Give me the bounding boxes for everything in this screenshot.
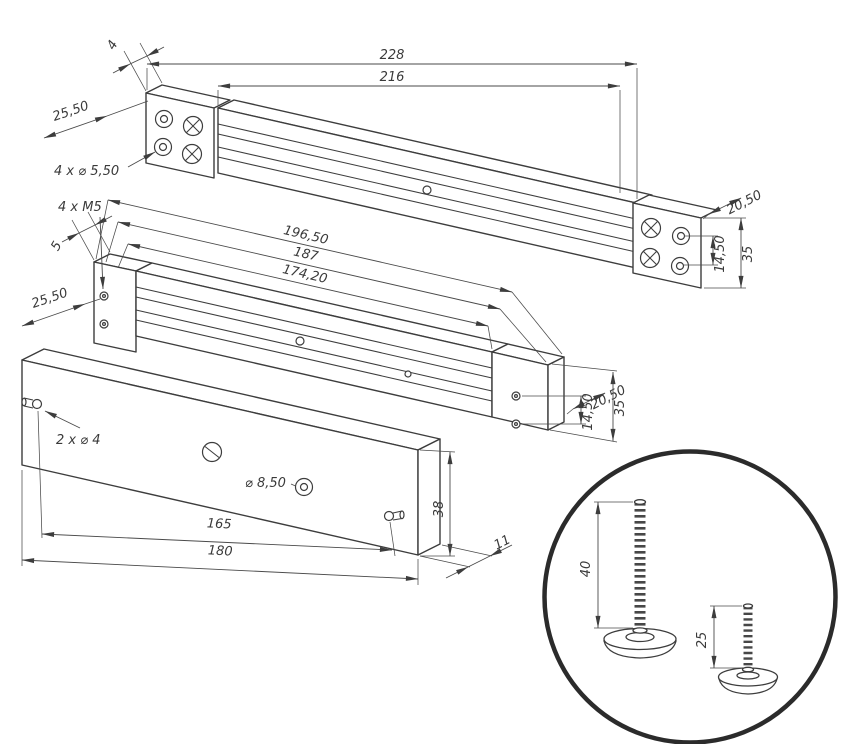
dim-length-180: 180: [207, 543, 233, 559]
dim-overall-228: 228: [380, 48, 405, 63]
phillips-screw: [181, 143, 203, 165]
plate-front-face: [632, 202, 702, 289]
slotted-screw: [201, 441, 223, 463]
guide-pin: [21, 397, 43, 410]
phillips-screw: [182, 115, 204, 137]
callout-holes-4x5-50: 4 x ⌀ 5,50: [54, 164, 119, 179]
dim-height-35-mid: 35: [613, 400, 628, 417]
bracket-front-face: [491, 351, 549, 431]
lower-bar-center-hole: [295, 336, 305, 346]
magnet-upper-unit: [145, 84, 718, 289]
threaded-hole: [511, 391, 521, 401]
dim-bolt-length-25: 25: [695, 632, 710, 649]
dim-holes-14-50-top: 14,50: [713, 235, 728, 272]
guide-pin: [383, 510, 405, 522]
dim-thickness-11: 11: [492, 532, 514, 553]
mounting-bolts-detail: 40 25: [542, 449, 838, 744]
bracket-side-face: [547, 356, 565, 431]
phillips-screw: [639, 247, 661, 269]
phillips-screw: [640, 217, 662, 239]
dim-holes-14-50-mid: 14,50: [581, 393, 596, 430]
callout-holes-4xM5: 4 x M5: [58, 200, 102, 215]
tall-mounting-bolt: [603, 499, 677, 659]
dim-depth-20-50-top: 20,50: [724, 188, 764, 218]
dim-edge-25-50-top: 25,50: [51, 99, 91, 125]
upper-right-mount-plate: [632, 194, 718, 289]
armature-side-face: [417, 438, 441, 556]
countersunk-center-hole: [294, 477, 314, 497]
dim-height-38: 38: [432, 501, 447, 518]
countersunk-hole: [154, 109, 174, 129]
threaded-hole: [99, 319, 109, 329]
plate-front-face: [145, 92, 215, 179]
countersunk-hole: [153, 137, 173, 157]
dim-body-216: 216: [380, 70, 405, 85]
dim-offset-4: 4: [104, 38, 121, 53]
threaded-hole: [99, 291, 109, 301]
dim-height-35-top: 35: [741, 246, 756, 263]
upper-bar-center-hole: [422, 185, 432, 195]
lower-unit-dimensions: 4 x M5 5 25,50 196,50 187 174,20 20,50: [21, 199, 628, 443]
countersunk-hole: [670, 256, 690, 276]
armature-plate: [21, 348, 441, 556]
detail-view-circle: [542, 449, 838, 744]
dim-length-196-50: 196,50: [282, 223, 330, 248]
callout-hole-8-50: ⌀ 8,50: [245, 476, 286, 491]
upper-left-mount-plate: [145, 84, 231, 179]
bracket-front-face: [93, 261, 137, 353]
armature-plate-dimensions: 2 x ⌀ 4 ⌀ 8,50 165 180 38 11: [21, 410, 514, 585]
dim-length-174-20: 174,20: [281, 262, 329, 287]
dim-bolt-length-40: 40: [579, 561, 594, 578]
dim-edge-25-50-mid: 25,50: [30, 286, 70, 312]
dim-pins-165: 165: [206, 516, 231, 532]
lower-bar-sensor-hole: [404, 370, 412, 378]
lower-right-bracket: [491, 343, 565, 431]
threaded-hole: [511, 419, 521, 429]
callout-pins-2x4: 2 x ⌀ 4: [56, 433, 100, 448]
short-mounting-bolt: [717, 603, 779, 695]
